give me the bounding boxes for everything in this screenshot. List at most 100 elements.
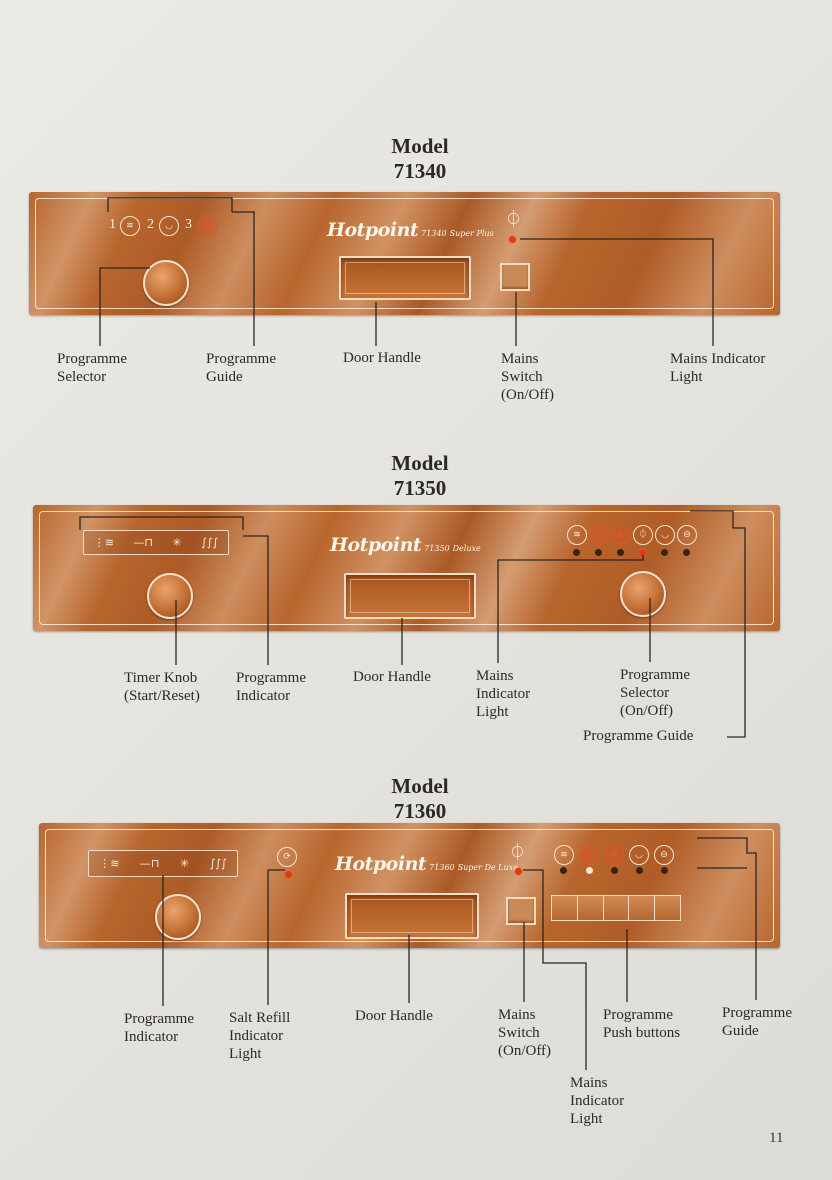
programme-light-active [586, 867, 593, 874]
label-line: (On/Off) [501, 387, 555, 403]
guide-number-2: 2 [147, 217, 154, 232]
label-line: Guide [206, 369, 243, 385]
label-line: Programme [603, 1007, 673, 1023]
title-number: 71360 [393, 799, 447, 823]
normal-wash-icon: ◡ [159, 216, 179, 236]
model-badge-sub: Deluxe [452, 544, 481, 553]
programme-selector-knob[interactable] [620, 571, 666, 617]
door-handle[interactable] [345, 893, 479, 939]
label-line: (Start/Reset) [124, 688, 200, 704]
label-door-handle: Door Handle [355, 1007, 433, 1025]
salt-icon: ⟳ [277, 847, 297, 867]
dry-symbol-icon: ✳ [172, 536, 182, 549]
label-line: Switch [498, 1025, 540, 1041]
programme-light [611, 867, 618, 874]
label-line: Light [476, 704, 509, 720]
push-button-5[interactable] [655, 896, 680, 920]
label-line: Programme [620, 667, 690, 683]
programme-light [617, 549, 624, 556]
panel-trim [35, 198, 774, 309]
programme-light [595, 549, 602, 556]
title-number: 71350 [393, 476, 447, 500]
push-button-4[interactable] [629, 896, 656, 920]
model-71350-title: Model 71350 [320, 451, 520, 501]
leader-programme-indicator [243, 535, 269, 665]
label-line: Door Handle [353, 669, 431, 685]
model-badge-sub: Super Plus [449, 229, 494, 238]
door-handle[interactable] [344, 573, 476, 619]
programme-selector-knob[interactable] [143, 260, 189, 306]
power-icon: ⏀ [633, 525, 653, 545]
label-line: Mains [498, 1007, 536, 1023]
rinse-symbol-icon: —⊓ [139, 857, 160, 870]
label-line: Timer Knob [124, 670, 198, 686]
plate-warm-icon: ⊖ [677, 525, 697, 545]
wash-symbol-icon: ⋮≋ [93, 536, 114, 549]
label-line: Door Handle [355, 1008, 433, 1024]
label-line: Light [570, 1111, 603, 1127]
label-line: Programme [236, 670, 306, 686]
mains-switch[interactable] [500, 263, 530, 291]
guide-number-1: 1 [109, 217, 116, 232]
programme-indicator-strip: ⋮≋ —⊓ ✳ ∫∫∫ [83, 530, 229, 555]
brand-name: Hotpoint [327, 219, 419, 241]
label-line: Mains [570, 1075, 608, 1091]
label-line: Door Handle [343, 350, 421, 366]
model-badge: 71340 [421, 229, 447, 238]
push-button-1[interactable] [552, 896, 578, 920]
mains-indicator-led [509, 236, 516, 243]
label-door-handle: Door Handle [353, 668, 431, 686]
power-icon: ⏀ [505, 210, 522, 229]
programme-push-buttons [551, 895, 681, 921]
programme-light [683, 549, 690, 556]
model-badge: 71360 [429, 863, 455, 872]
label-line: Programme [57, 351, 127, 367]
programme-light [661, 549, 668, 556]
plate-warm-icon: ⊖ [654, 845, 674, 865]
programme-light [573, 549, 580, 556]
label-line: Programme [124, 1011, 194, 1027]
heavy-wash-icon: ≋ [567, 525, 587, 545]
label-line: Indicator [124, 1029, 179, 1045]
programme-light [560, 867, 567, 874]
rinse-icon: ◉ [197, 216, 217, 236]
label-timer-knob: Timer Knob (Start/Reset) [124, 669, 200, 705]
timer-knob[interactable] [147, 573, 193, 619]
heavy-wash-icon: ≋ [120, 216, 140, 236]
mains-indicator-led [639, 549, 646, 556]
label-line: Guide [722, 1023, 759, 1039]
label-line: Programme [206, 351, 276, 367]
door-handle[interactable] [339, 256, 471, 300]
title-number: 71340 [393, 159, 447, 183]
leader-programme-indicator-bracket [79, 516, 244, 530]
mains-indicator-led [515, 868, 522, 875]
label-line: Programme Guide [583, 728, 694, 744]
push-button-3[interactable] [603, 896, 630, 920]
programme-light [636, 867, 643, 874]
model-71340-title: Model 71340 [320, 134, 520, 184]
mains-switch[interactable] [506, 897, 536, 925]
leader-programme-selector [99, 267, 150, 346]
leader-programme-guide-bracket [107, 197, 233, 212]
title-word: Model [391, 451, 449, 475]
brand-name: Hotpoint [335, 853, 427, 875]
label-line: Mains Indicator [670, 351, 766, 367]
push-button-2[interactable] [577, 896, 604, 920]
model-badge-sub: Super De Luxe [457, 863, 518, 872]
label-line: Light [670, 369, 703, 385]
title-word: Model [391, 774, 449, 798]
label-line: Switch [501, 369, 543, 385]
guide-number-3: 3 [185, 217, 192, 232]
label-line: Push buttons [603, 1025, 681, 1041]
label-line: Indicator [236, 688, 291, 704]
economy-wash-icon: ◉ [579, 845, 599, 865]
page-number: 11 [769, 1130, 784, 1146]
